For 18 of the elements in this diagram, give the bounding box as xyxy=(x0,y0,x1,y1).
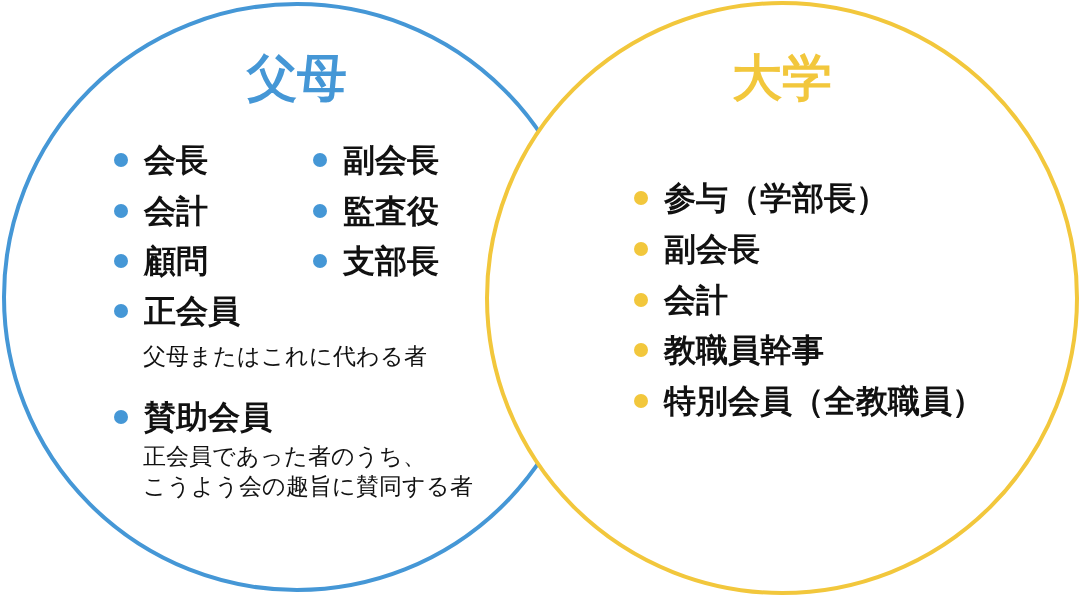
role-description: 父母またはこれに代わる者 xyxy=(143,342,427,371)
role-label: 監査役 xyxy=(343,191,439,231)
role-label: 副会長 xyxy=(664,229,760,269)
role-label: 賛助会員 xyxy=(144,397,272,437)
group-title: 大学 xyxy=(732,48,832,108)
role-label: 教職員幹事 xyxy=(664,330,824,370)
role-label: 正会員 xyxy=(144,291,240,331)
role-label: 会計 xyxy=(144,191,208,231)
role-label: 会計 xyxy=(664,280,728,320)
role-label: 支部長 xyxy=(343,241,439,281)
role-label: 顧問 xyxy=(144,241,208,281)
venn-circle xyxy=(485,1,1079,595)
role-label: 特別会員（全教職員） xyxy=(664,381,984,421)
role-label: 副会長 xyxy=(343,140,439,180)
role-label: 会長 xyxy=(144,140,208,180)
role-description: 正会員であった者のうち、こうよう会の趣旨に賛同する者 xyxy=(143,442,473,501)
role-label: 参与（学部長） xyxy=(664,178,888,218)
group-title: 父母 xyxy=(247,48,347,108)
